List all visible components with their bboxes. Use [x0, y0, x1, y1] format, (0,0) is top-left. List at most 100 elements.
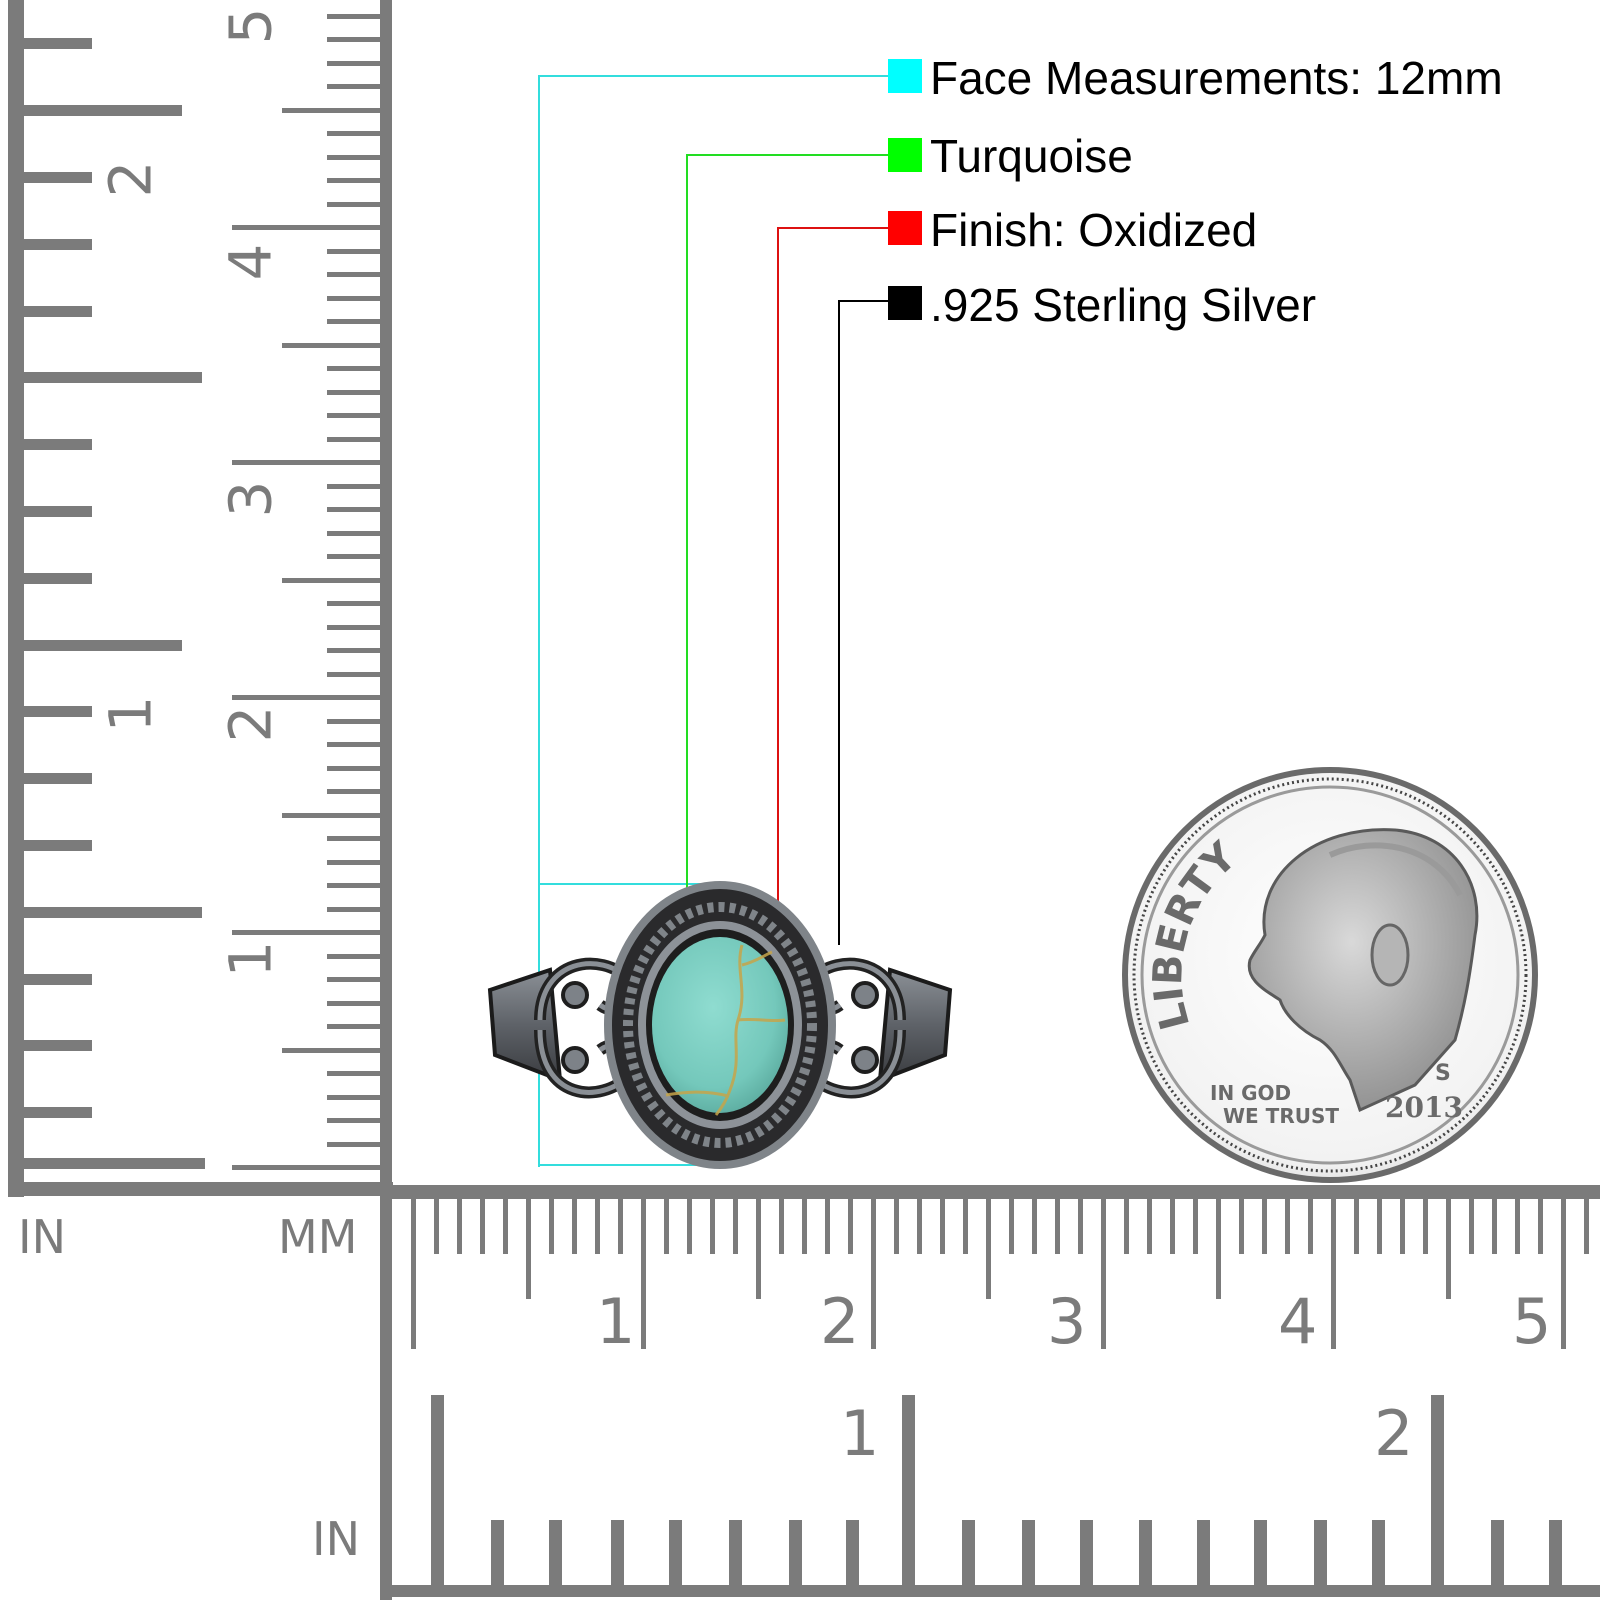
- legend-label-face: Face Measurements: 12mm: [930, 52, 1503, 104]
- ruler-tick: [641, 1199, 646, 1349]
- ruler-tick: [1331, 1199, 1336, 1349]
- ruler-tick: [327, 718, 382, 724]
- ruler-tick: [756, 1199, 761, 1299]
- ruler-tick: [1139, 1520, 1152, 1585]
- ruler-tick: [327, 883, 382, 888]
- ruler-tick: [327, 201, 382, 207]
- ruler-tick: [327, 389, 382, 395]
- left-ruler-right-edge: [380, 0, 392, 1197]
- ruler-tick: [687, 1199, 692, 1254]
- ruler-tick: [22, 773, 92, 785]
- ruler-tick: [1254, 1520, 1267, 1585]
- left-ruler: 1 2 1 2 3 4 5: [0, 0, 395, 1200]
- ruler-tick: [962, 1520, 975, 1585]
- ruler-tick: [22, 706, 92, 718]
- ruler-tick: [1491, 1520, 1504, 1585]
- ruler-tick: [232, 460, 382, 465]
- inch-number-1: 1: [840, 1397, 880, 1470]
- inch-number-2: 2: [1374, 1397, 1414, 1470]
- ruler-tick: [1469, 1199, 1474, 1254]
- ruler-tick: [327, 13, 382, 19]
- ruler-tick: [22, 506, 92, 517]
- callout-line-face: [538, 75, 540, 1167]
- legend-swatch-stone: [888, 138, 922, 172]
- legend-swatch-finish: [888, 211, 922, 245]
- callout-line-turquoise: [686, 154, 890, 156]
- ruler-tick: [1032, 1199, 1037, 1254]
- ruler-tick: [1170, 1199, 1175, 1254]
- bottom-ruler-left-edge: [380, 1185, 392, 1600]
- ruler-tick: [480, 1199, 485, 1254]
- legend-label-metal: .925 Sterling Silver: [930, 279, 1317, 331]
- ruler-tick: [1354, 1199, 1359, 1254]
- ruler-tick: [1308, 1199, 1313, 1254]
- coin-motto-line1: IN GOD: [1210, 1081, 1291, 1105]
- mm-number-1: 1: [216, 940, 285, 978]
- inch-number-1: 1: [96, 695, 165, 733]
- ruler-tick: [917, 1199, 922, 1254]
- bottom-ruler-bottom-edge: [380, 1585, 1600, 1597]
- ruler-tick: [411, 1199, 416, 1349]
- ruler-tick: [1055, 1199, 1060, 1254]
- callout-line-metal: [838, 300, 890, 302]
- dime-coin: LIBERTY IN GOD WE TRUST S 2013: [1122, 767, 1538, 1183]
- callout-line-face: [538, 75, 890, 77]
- ruler-tick: [327, 248, 382, 254]
- ruler-tick: [1431, 1395, 1444, 1585]
- ruler-tick: [1400, 1199, 1405, 1254]
- ruler-tick: [327, 859, 382, 865]
- ruler-tick: [232, 930, 382, 935]
- mm-unit-label: MM: [278, 1210, 358, 1264]
- ruler-tick: [1080, 1520, 1093, 1585]
- ruler-tick: [327, 789, 382, 794]
- legend-label-stone: Turquoise: [930, 130, 1133, 182]
- ruler-tick: [894, 1199, 899, 1254]
- ruler-tick: [1446, 1199, 1451, 1299]
- face-bracket-bottom: [538, 1164, 728, 1166]
- ruler-tick: [1372, 1520, 1385, 1585]
- ruler-tick: [327, 60, 382, 66]
- mm-number-1: 1: [596, 1285, 636, 1358]
- ruler-tick: [327, 319, 382, 324]
- ruler-tick: [729, 1520, 742, 1585]
- ruler-tick: [22, 639, 182, 651]
- ruler-tick: [846, 1520, 859, 1585]
- callout-line-metal: [838, 300, 840, 945]
- ruler-tick: [282, 577, 382, 583]
- ruler-tick: [595, 1199, 600, 1254]
- legend-swatch-face: [888, 59, 922, 93]
- legend-swatch-metal: [888, 286, 922, 320]
- ruler-tick: [327, 1094, 382, 1100]
- ruler-tick: [434, 1199, 439, 1254]
- ruler-tick: [1078, 1199, 1083, 1254]
- left-ruler-edge: [8, 0, 24, 1197]
- ruler-tick: [327, 1141, 382, 1147]
- ruler-tick: [327, 507, 382, 512]
- ruler-tick: [327, 84, 382, 89]
- ruler-tick: [503, 1199, 508, 1254]
- inch-number-2: 2: [96, 160, 165, 198]
- ruler-tick: [431, 1395, 444, 1585]
- ruler-tick: [327, 977, 382, 982]
- ruler-tick: [1584, 1199, 1589, 1254]
- ruler-tick: [327, 295, 382, 301]
- ruler-tick: [327, 1000, 382, 1006]
- bottom-ruler: 1 2 3 4 5 1 2: [380, 1185, 1600, 1600]
- ruler-tick: [963, 1199, 968, 1254]
- ruler-tick: [1147, 1199, 1152, 1254]
- coin-mint-mark: S: [1435, 1061, 1451, 1086]
- ruler-tick: [22, 840, 92, 851]
- ruler-tick: [1549, 1520, 1562, 1585]
- mm-number-2: 2: [820, 1285, 860, 1358]
- ruler-tick: [1262, 1199, 1267, 1254]
- ruler-tick: [664, 1199, 669, 1254]
- ruler-tick: [1538, 1199, 1543, 1254]
- ruler-tick: [22, 973, 92, 985]
- ruler-tick: [789, 1520, 802, 1585]
- ruler-tick: [940, 1199, 945, 1254]
- ruler-tick: [825, 1199, 830, 1254]
- ruler-tick: [327, 554, 382, 559]
- mm-number-4: 4: [1278, 1285, 1318, 1358]
- ruler-tick: [282, 342, 382, 348]
- ruler-tick: [22, 372, 202, 384]
